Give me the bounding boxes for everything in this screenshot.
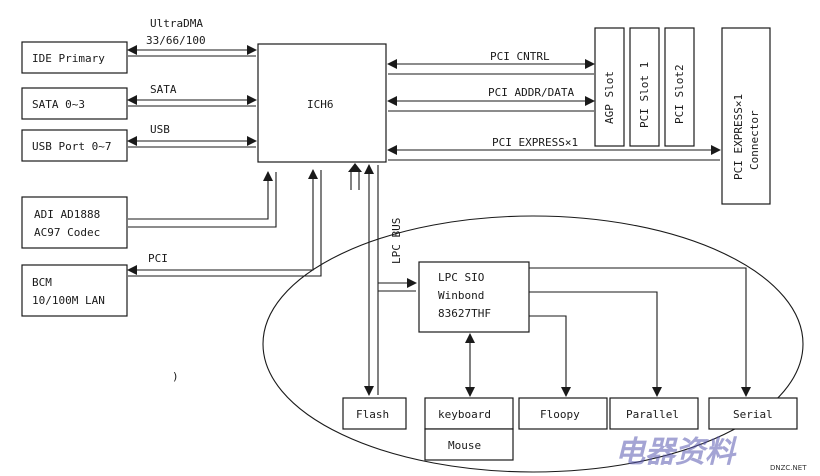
parallel-label: Parallel: [626, 408, 679, 421]
serial-label: Serial: [733, 408, 773, 421]
flash-label: Flash: [356, 408, 389, 421]
sata-block: [21, 87, 128, 120]
pci-express-connector-label-1: PCI EXPRESS×1: [732, 94, 745, 180]
pci-express-connector-label-2: Connector: [748, 110, 761, 170]
stray-mark: ): [172, 370, 179, 383]
usb-label: USB Port 0~7: [32, 140, 111, 153]
sio-to-floppy-arrow: [529, 315, 571, 397]
ich6-label: ICH6: [307, 98, 334, 111]
ultradma-label-1: UltraDMA: [150, 17, 203, 30]
lpc-sio-block: [418, 261, 530, 333]
bcm-label-1: BCM: [32, 276, 52, 289]
sata-label: SATA 0~3: [32, 98, 85, 111]
lpc-sio-label-2: Winbond: [438, 289, 484, 302]
ide-primary-block: [21, 41, 128, 74]
pci-express-label: PCI EXPRESS×1: [492, 136, 578, 149]
pci-slot-2-label: PCI Slot2: [673, 64, 686, 124]
mouse-block: [424, 428, 514, 461]
serial-block: [708, 397, 798, 430]
sio-to-serial-arrow: [529, 267, 751, 397]
ich6-block: [257, 43, 387, 163]
parallel-block: [609, 397, 699, 430]
sio-to-parallel-arrow: [529, 291, 662, 397]
lpc-sio-label-1: LPC SIO: [438, 271, 484, 284]
adi-label-2: AC97 Codec: [34, 226, 100, 239]
agp-slot-block: [594, 27, 625, 147]
adi-codec-block: [21, 196, 128, 249]
bcm-label-2: 10/100M LAN: [32, 294, 105, 307]
ide-primary-label: IDE Primary: [32, 52, 105, 65]
pci-slot-1-block: [629, 27, 660, 147]
usb-block: [21, 129, 128, 162]
mouse-label: Mouse: [448, 439, 481, 452]
lpc-sio-label-3: 83627THF: [438, 307, 491, 320]
pci-slot-1-label: PCI Slot 1: [638, 62, 651, 128]
keyboard-block: [424, 397, 514, 430]
pci-left-arrow: [127, 169, 318, 275]
lpc-bus-label: LPC BUS: [390, 218, 403, 264]
floppy-label: Floopy: [540, 408, 580, 421]
floppy-block: [518, 397, 608, 430]
watermark-logo: 电器资料: [615, 435, 738, 470]
lpc-region-ellipse: [262, 215, 804, 473]
pci-cntrl-label: PCI CNTRL: [490, 50, 550, 63]
adi-to-ich-arrow: [128, 171, 273, 220]
sata-bus-label: SATA: [150, 83, 177, 96]
pci-slot-2-block: [664, 27, 695, 147]
flash-block: [342, 397, 407, 430]
watermark-small: DNZC.NET: [770, 464, 807, 472]
bcm-lan-block: [21, 264, 128, 317]
ultradma-label-2: 33/66/100: [146, 34, 206, 47]
pci-express-connector-block: [721, 27, 771, 205]
adi-label-1: ADI AD1888: [34, 208, 100, 221]
pci-left-label: PCI: [148, 252, 168, 265]
keyboard-label: keyboard: [438, 408, 491, 421]
agp-slot-label: AGP Slot: [603, 71, 616, 124]
usb-bus-label: USB: [150, 123, 170, 136]
pci-addr-label: PCI ADDR/DATA: [488, 86, 574, 99]
